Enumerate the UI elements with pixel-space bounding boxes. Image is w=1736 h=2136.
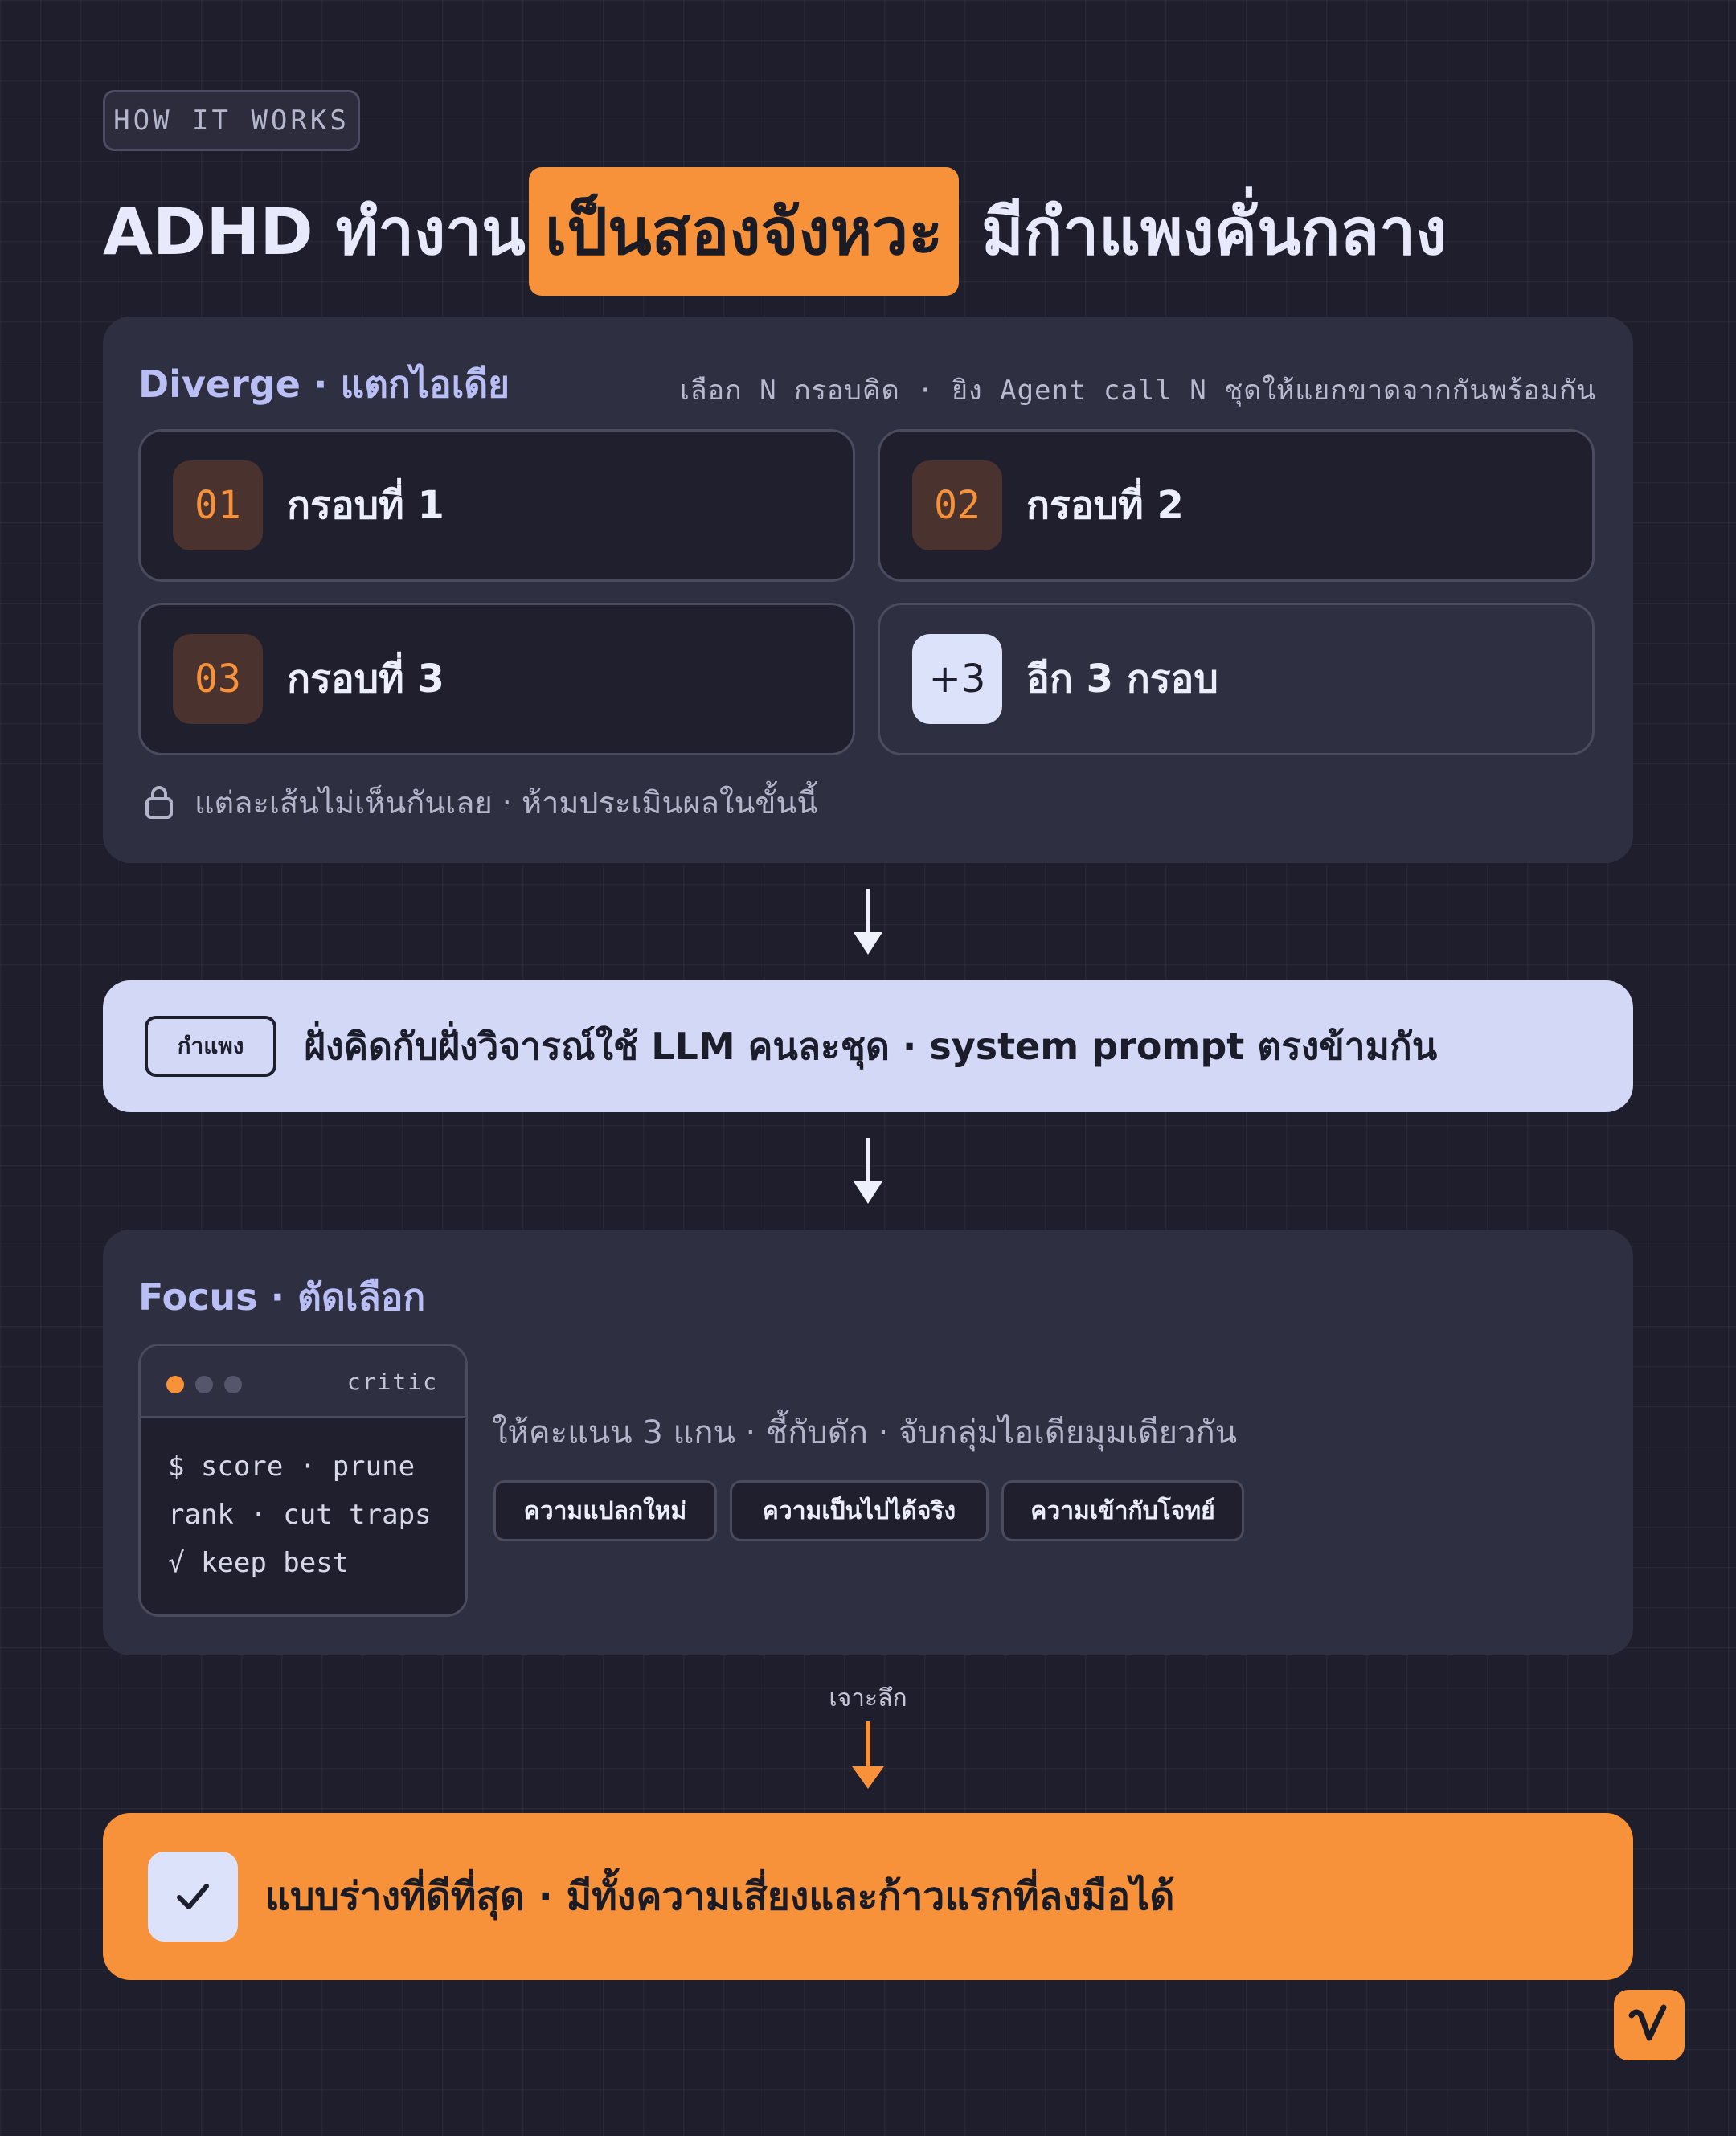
v-logo-icon <box>1614 1990 1685 2060</box>
frame-card-1: 01 กรอบที่ 1 <box>138 429 855 582</box>
more-frames-label: อีก 3 กรอบ <box>1026 657 1218 702</box>
check-icon <box>177 1884 209 1909</box>
criteria-chip-fit: ความเข้ากับโจทย์ <box>1001 1480 1244 1541</box>
frame-number-badge: 01 <box>173 460 263 550</box>
frame-card-2: 02 กรอบที่ 2 <box>878 429 1595 582</box>
arrow-down-icon <box>852 1721 884 1789</box>
focus-description: ให้คะแนน 3 แกน · ชี้กับดัก · จับกลุ่มไอเ… <box>492 1414 1238 1451</box>
title-highlight: เป็นสองจังหวะ <box>528 167 960 296</box>
wall-text: ฝั่งคิดกับฝั่งวิจารณ์ใช้ LLM คนละชุด · s… <box>304 1024 1438 1068</box>
lock-icon <box>145 786 173 819</box>
diverge-panel: Diverge · แตกไอเดีย เลือก N กรอบคิด · ยิ… <box>103 317 1633 863</box>
check-badge <box>148 1852 238 1942</box>
page-title: ADHD ทำงาน เป็นสองจังหวะ มีกำแพงคั่นกลาง <box>103 167 1646 296</box>
focus-panel: Focus · ตัดเลือก critic $ score · prune … <box>103 1230 1633 1655</box>
frame-label: กรอบที่ 1 <box>287 483 444 528</box>
window-dot-icon <box>166 1376 184 1393</box>
how-it-works-tag: HOW IT WORKS <box>103 90 360 151</box>
frame-number-badge: 03 <box>173 634 263 724</box>
terminal-title-bar: critic <box>141 1346 465 1418</box>
diverge-note: เลือก N กรอบคิด · ยิง Agent call N ชุดให… <box>680 374 1596 407</box>
critic-terminal: critic $ score · prune rank · cut traps … <box>138 1344 468 1617</box>
criteria-chip-feasibility: ความเป็นไปได้จริง <box>730 1480 989 1541</box>
frame-number-badge: 02 <box>912 460 1002 550</box>
terminal-title: critic <box>346 1369 438 1395</box>
criteria-chip-novelty: ความแปลกใหม่ <box>493 1480 717 1541</box>
v-logo-glyph <box>1628 2004 1667 2041</box>
terminal-line: $ score · prune <box>168 1451 416 1483</box>
isolation-note: แต่ละเส้นไม่เห็นกันเลย · ห้ามประเมินผลใน… <box>143 778 817 826</box>
deep-dive-label: เจาะลึก <box>829 1684 907 1712</box>
focus-heading: Focus · ตัดเลือก <box>138 1275 426 1319</box>
arrow-down-icon <box>854 889 882 955</box>
window-dot-icon <box>224 1376 242 1393</box>
title-after: มีกำแพงคั่นกลาง <box>981 194 1447 269</box>
wall-banner: กำแพง ฝั่งคิดกับฝั่งวิจารณ์ใช้ LLM คนละช… <box>103 980 1633 1112</box>
terminal-line: √ keep best <box>168 1547 350 1579</box>
more-frames-badge: +3 <box>912 634 1002 724</box>
frame-label: กรอบที่ 2 <box>1026 483 1184 528</box>
title-before: ADHD ทำงาน <box>103 194 526 269</box>
frame-label: กรอบที่ 3 <box>287 657 444 702</box>
window-dot-icon <box>195 1376 213 1393</box>
terminal-line: rank · cut traps <box>168 1499 432 1531</box>
result-banner: แบบร่างที่ดีที่สุด · มีทั้งความเสี่ยงและ… <box>103 1813 1633 1980</box>
diverge-heading: Diverge · แตกไอเดีย <box>138 362 510 406</box>
wall-badge: กำแพง <box>145 1016 276 1077</box>
isolation-text: แต่ละเส้นไม่เห็นกันเลย · ห้ามประเมินผลใน… <box>194 784 818 820</box>
result-text: แบบร่างที่ดีที่สุด · มีทั้งความเสี่ยงและ… <box>265 1874 1175 1919</box>
arrow-down-icon <box>854 1138 882 1204</box>
frame-card-3: 03 กรอบที่ 3 <box>138 603 855 755</box>
more-frames-card: +3 อีก 3 กรอบ <box>878 603 1595 755</box>
